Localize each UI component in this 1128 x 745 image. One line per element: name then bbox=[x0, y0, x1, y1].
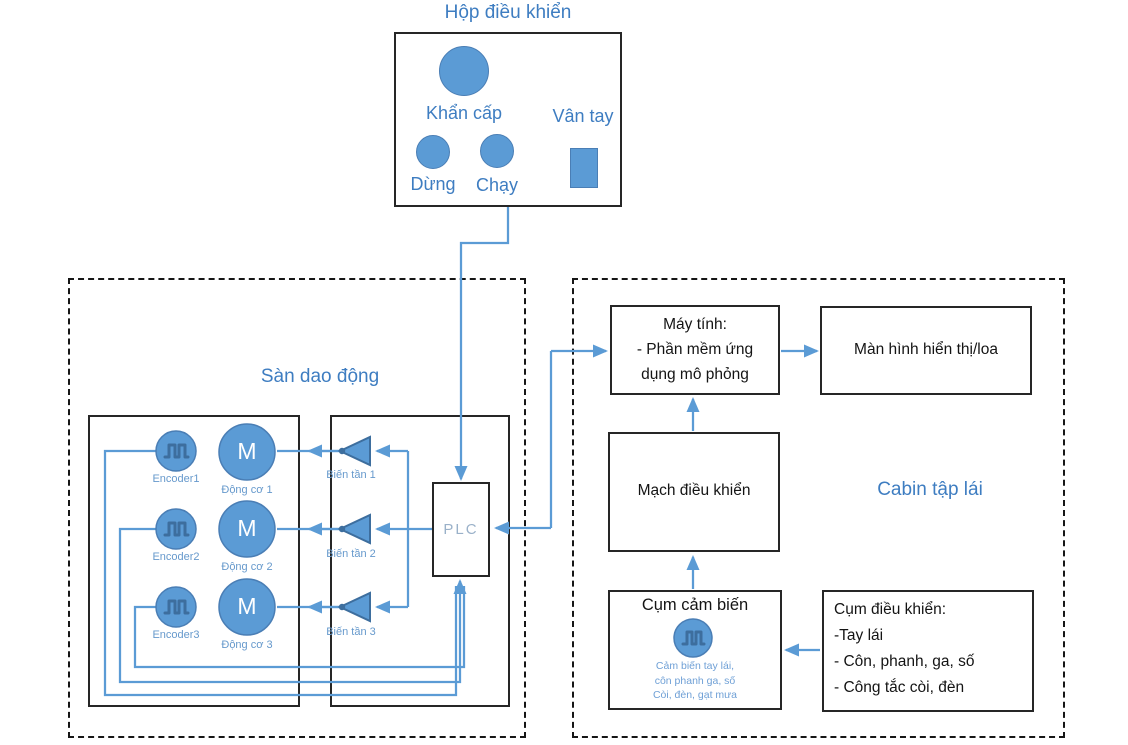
sensor-box-title: Cụm cảm biến bbox=[641, 596, 749, 614]
motor3-symbol: M bbox=[237, 593, 257, 619]
computer-box-text: Máy tính: - Phần mềm ứng dụng mô phỏng bbox=[612, 312, 778, 387]
sensor-line-2: côn phanh ga, số bbox=[654, 674, 736, 687]
plc-label: PLC bbox=[443, 521, 479, 538]
sensor-line-1: Cảm biến tay lái, bbox=[655, 660, 735, 672]
encoder3-label: Encoder3 bbox=[152, 629, 200, 641]
computer-line-2: - Phần mềm ứng bbox=[636, 341, 754, 358]
motor2-symbol: M bbox=[237, 515, 257, 541]
motor1-label: Động cơ 1 bbox=[221, 484, 273, 496]
computer-box-outline bbox=[610, 305, 780, 395]
driver-controls-text: Cụm điều khiển: -Tay lái - Côn, phanh, g… bbox=[834, 597, 1024, 701]
driver-controls-box-outline bbox=[822, 590, 1034, 712]
motor2-label: Động cơ 2 bbox=[221, 561, 273, 573]
fingerprint-label: Vân tay bbox=[552, 106, 614, 126]
computer-line-1: Máy tính: bbox=[663, 316, 727, 333]
driver-controls-line-1: Cụm điều khiển: bbox=[834, 601, 947, 618]
platform-title: Sàn dao động bbox=[260, 366, 380, 387]
inverter1-label: Biến tần 1 bbox=[326, 469, 376, 481]
cabin-title: Cabin tập lái bbox=[877, 479, 983, 500]
inverter3-label: Biến tần 3 bbox=[326, 626, 376, 638]
control-box-title: Hộp điều khiển bbox=[444, 2, 572, 23]
sensor-line-3: Còi, đèn, gạt mưa bbox=[652, 689, 738, 701]
display-box-outline bbox=[820, 306, 1032, 395]
driver-controls-line-3: - Côn, phanh, ga, số bbox=[834, 653, 975, 670]
inverter2-label: Biến tần 2 bbox=[326, 548, 376, 560]
emergency-button-icon bbox=[439, 46, 489, 96]
motor3-label: Động cơ 3 bbox=[221, 639, 273, 651]
driver-controls-line-2: -Tay lái bbox=[834, 627, 884, 644]
control-circuit-box-outline bbox=[608, 432, 780, 552]
display-box-label: Màn hình hiển thị/loa bbox=[854, 341, 998, 358]
emergency-label: Khẩn cấp bbox=[425, 103, 503, 123]
run-button-icon bbox=[480, 134, 514, 168]
fingerprint-icon bbox=[570, 148, 598, 188]
run-label: Chạy bbox=[475, 175, 519, 195]
encoder1-label: Encoder1 bbox=[152, 473, 200, 485]
cabin-dashed-region bbox=[572, 278, 1065, 738]
stop-label: Dừng bbox=[410, 174, 456, 194]
sensor-box-text: Cảm biến tay lái, côn phanh ga, số Còi, … bbox=[610, 659, 780, 703]
computer-line-3: dụng mô phỏng bbox=[641, 366, 749, 383]
driver-controls-line-4: - Công tắc còi, đèn bbox=[834, 679, 965, 696]
encoder2-label: Encoder2 bbox=[152, 551, 200, 563]
platform-dashed-region bbox=[68, 278, 526, 738]
control-circuit-label: Mạch điều khiển bbox=[637, 482, 751, 499]
motor1-symbol: M bbox=[237, 438, 257, 464]
stop-button-icon bbox=[416, 135, 450, 169]
